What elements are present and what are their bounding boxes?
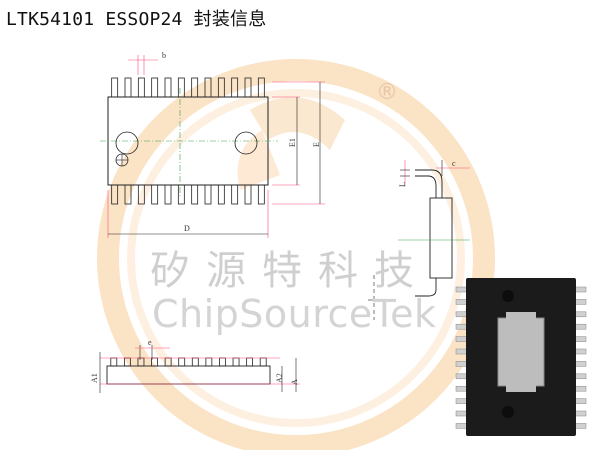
top-lead [177,77,185,98]
dim-A1-label: A1 [90,373,99,383]
front-lead [232,357,240,367]
chip-leads-right [573,286,587,429]
bottom-lead [217,184,225,205]
dim-E-label: E [312,142,321,147]
front-lead [205,357,213,367]
front-lead [246,357,254,367]
top-lead [137,77,145,98]
front-view-leads [110,357,267,367]
top-lead [164,77,172,98]
front-lead [123,357,131,367]
front-lead [219,357,226,367]
dim-L-label: L [398,182,407,187]
bottom-lead [204,184,212,205]
front-lead [137,357,145,367]
top-lead [257,77,265,98]
front-lead [164,357,172,367]
chip-photo [455,278,587,436]
thermal-pad [497,317,545,387]
front-lead [178,357,186,367]
bottom-lead [231,184,239,205]
top-lead [111,77,119,98]
dim-D-label: D [184,224,190,233]
top-lead [244,77,252,98]
top-view: b D E1 E [100,51,325,238]
top-lead [151,77,159,98]
bottom-lead [164,184,172,205]
bottom-lead [151,184,159,205]
page-title: LTK54101 ESSOP24 封装信息 [6,9,267,30]
watermark-english: ChipSourceTek [152,292,437,336]
dim-e-label: e [148,338,152,347]
dim-b-label: b [162,51,166,60]
top-lead [217,77,225,98]
bottom-lead [111,184,119,205]
top-lead [231,77,239,98]
dim-E1-label: E1 [288,138,297,147]
top-view-leads [111,77,265,98]
bottom-lead [177,184,185,205]
bottom-lead [257,184,265,205]
side-view: L c [368,159,470,320]
bottom-lead [191,184,199,205]
registered-mark: ® [376,80,398,105]
bottom-view-leads [111,184,265,205]
top-lead [191,77,199,98]
bottom-lead [244,184,252,205]
front-lead [151,357,158,367]
dim-c-label: c [452,159,456,168]
front-lead [259,357,267,367]
bottom-lead [137,184,145,205]
dim-A2-label: A2 [275,373,284,383]
dim-A-label: A [290,379,299,385]
top-lead [124,77,132,98]
watermark-chinese: 矽源特科技 [150,248,430,294]
bottom-lead [124,184,132,205]
top-lead [204,77,212,98]
front-lead [191,357,199,367]
front-lead [110,357,118,367]
front-view: A1 e A2 A [90,338,300,393]
